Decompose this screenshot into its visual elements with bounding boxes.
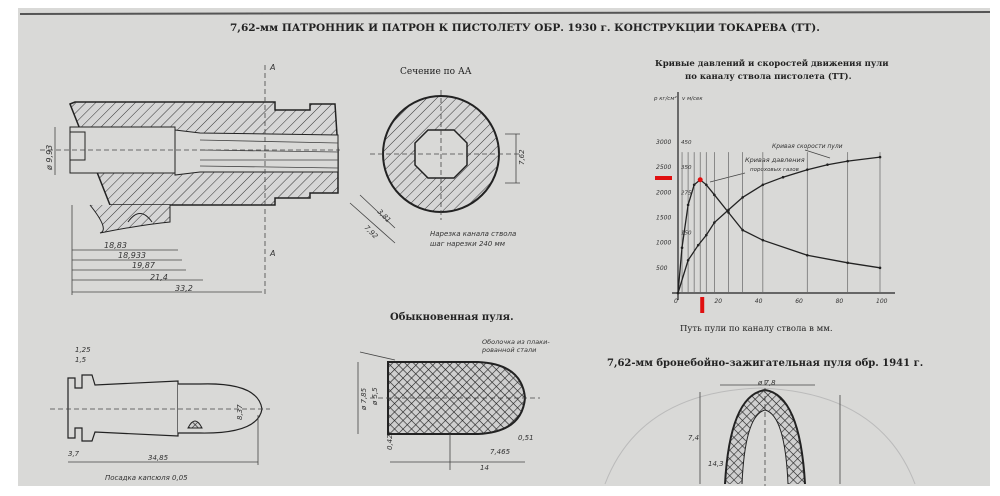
dim-label: 33,2 [175, 284, 193, 293]
velocity-point [696, 243, 700, 247]
pressure-velocity-chart: Кривые давлений и скоростей движения пул… [653, 58, 895, 334]
dim-label: 34,85 [148, 454, 169, 462]
velocity-point [713, 221, 716, 224]
pressure-point [692, 183, 696, 187]
dim-label: 1,25 [75, 346, 91, 354]
sheet-title: 7,62-мм ПАТРОННИК И ПАТРОН К ПИСТОЛЕТУ О… [230, 22, 820, 34]
top-rule [19, 11, 991, 15]
x-tick-label: 80 [836, 298, 844, 305]
velocity-point [676, 291, 680, 295]
y2-tick-label: 450 [681, 140, 692, 146]
x-tick-label: 20 [714, 298, 722, 305]
velocity-point [781, 175, 785, 179]
dim-label: ø 9,93 [45, 145, 54, 171]
dim-label: 18,933 [118, 251, 146, 260]
y-tick-label: 2500 [656, 164, 671, 171]
dim-label: 7,4 [688, 434, 699, 442]
ap-bullet-title: 7,62-мм бронебойно-зажигательная пуля об… [607, 358, 923, 369]
pressure-point [686, 203, 690, 207]
ordinary-bullet-drawing: Обыкновенная пуля. Оболочка из плаки- ро… [357, 312, 550, 472]
x-tick-label: 40 [755, 298, 763, 305]
velocity-point [878, 155, 882, 159]
chamber-drawing: 18,83 18,933 19,87 21,4 33,2 ø 9,93 A A [40, 63, 340, 295]
dim-label: 7,62 [518, 149, 526, 165]
velocity-point [805, 168, 809, 171]
dim-label: ø 7,85 [360, 387, 368, 411]
y-axis-label: p кг/см² [653, 95, 677, 102]
pressure-point [704, 183, 708, 187]
section-mark: A [269, 63, 275, 72]
dim-label: 1,5 [75, 356, 87, 364]
velocity-point [741, 196, 744, 199]
pressure-point [761, 238, 765, 242]
dim-label: 14 [480, 464, 489, 472]
chart-title: по каналу ствола пистолета (ТТ). [685, 71, 852, 82]
bullet-title: Обыкновенная пуля. [390, 312, 514, 323]
dim-label: 0,42 [386, 434, 394, 450]
pressure-curve-annotation: Кривая давления [745, 156, 805, 164]
y-tick-label: 1000 [656, 240, 671, 247]
y2-tick-label: 275 [681, 190, 692, 196]
dim-label: 19,87 [132, 261, 156, 270]
pressure-point [727, 211, 730, 214]
primer-note: Посадка капсюля 0,05 [105, 474, 188, 482]
y-tick-label: 500 [656, 265, 668, 272]
y2-tick-label: 150 [681, 231, 692, 237]
velocity-point [761, 183, 765, 187]
dim-label: 21,4 [150, 273, 168, 282]
pressure-point [713, 193, 716, 197]
ap-bullet-drawing: 7,62-мм бронебойно-зажигательная пуля об… [604, 358, 923, 486]
pressure-curve-annotation: пороховых газов [750, 167, 799, 173]
section-title: Сечение по АА [400, 67, 472, 77]
pressure-point [805, 253, 809, 257]
dim-label: 3,7 [68, 450, 80, 458]
dim-label: 14,3 [708, 460, 724, 468]
pressure-point [741, 228, 744, 232]
jacket-note: Оболочка из плаки- [482, 338, 550, 346]
velocity-point [704, 233, 708, 237]
x-tick-label: 100 [876, 298, 888, 305]
dim-label: 7,465 [490, 448, 511, 456]
y-tick-label: 3000 [656, 139, 671, 146]
y-tick-label: 2000 [656, 189, 671, 196]
velocity-curve-annotation: Кривая скорости пули [772, 143, 843, 150]
velocity-point [846, 159, 849, 163]
section-aa-drawing: Сечение по АА 7,62 3,81 7,92 Нарезка кан… [349, 67, 526, 248]
velocity-point [727, 208, 730, 212]
chart-title: Кривые давлений и скоростей движения пул… [655, 58, 889, 69]
y2-tick-label: 350 [681, 165, 692, 171]
dim-label: 8,37 [236, 404, 244, 420]
cartridge-drawing: 1,25 1,5 3,7 34,85 8,37 Посадка капсюля … [50, 346, 270, 482]
pressure-point [878, 266, 882, 270]
x-tick-label: 60 [795, 298, 803, 305]
pressure-point [680, 246, 684, 249]
dim-label: 0,51 [518, 434, 534, 442]
x-axis-label: Путь пули по каналу ствола в мм. [680, 324, 833, 334]
pressure-point [846, 261, 849, 265]
peak-marker [697, 177, 703, 183]
dim-label: 18,83 [104, 241, 127, 250]
y2-axis-label: v м/сек [682, 96, 703, 102]
velocity-point [686, 258, 690, 262]
x-tick-label: 0 [674, 298, 678, 305]
velocity-point [826, 163, 829, 166]
background-arc [604, 387, 916, 485]
y-tick-label: 1500 [656, 215, 671, 222]
rifling-note: Нарезка канала ствола [430, 230, 516, 238]
dim-label: ø 7,8 [757, 379, 776, 387]
jacket-note: рованной стали [481, 346, 536, 354]
rifling-note: шаг нарезки 240 мм [430, 240, 506, 248]
dim-label: ø 5,5 [371, 387, 379, 406]
section-mark: A [269, 249, 275, 258]
